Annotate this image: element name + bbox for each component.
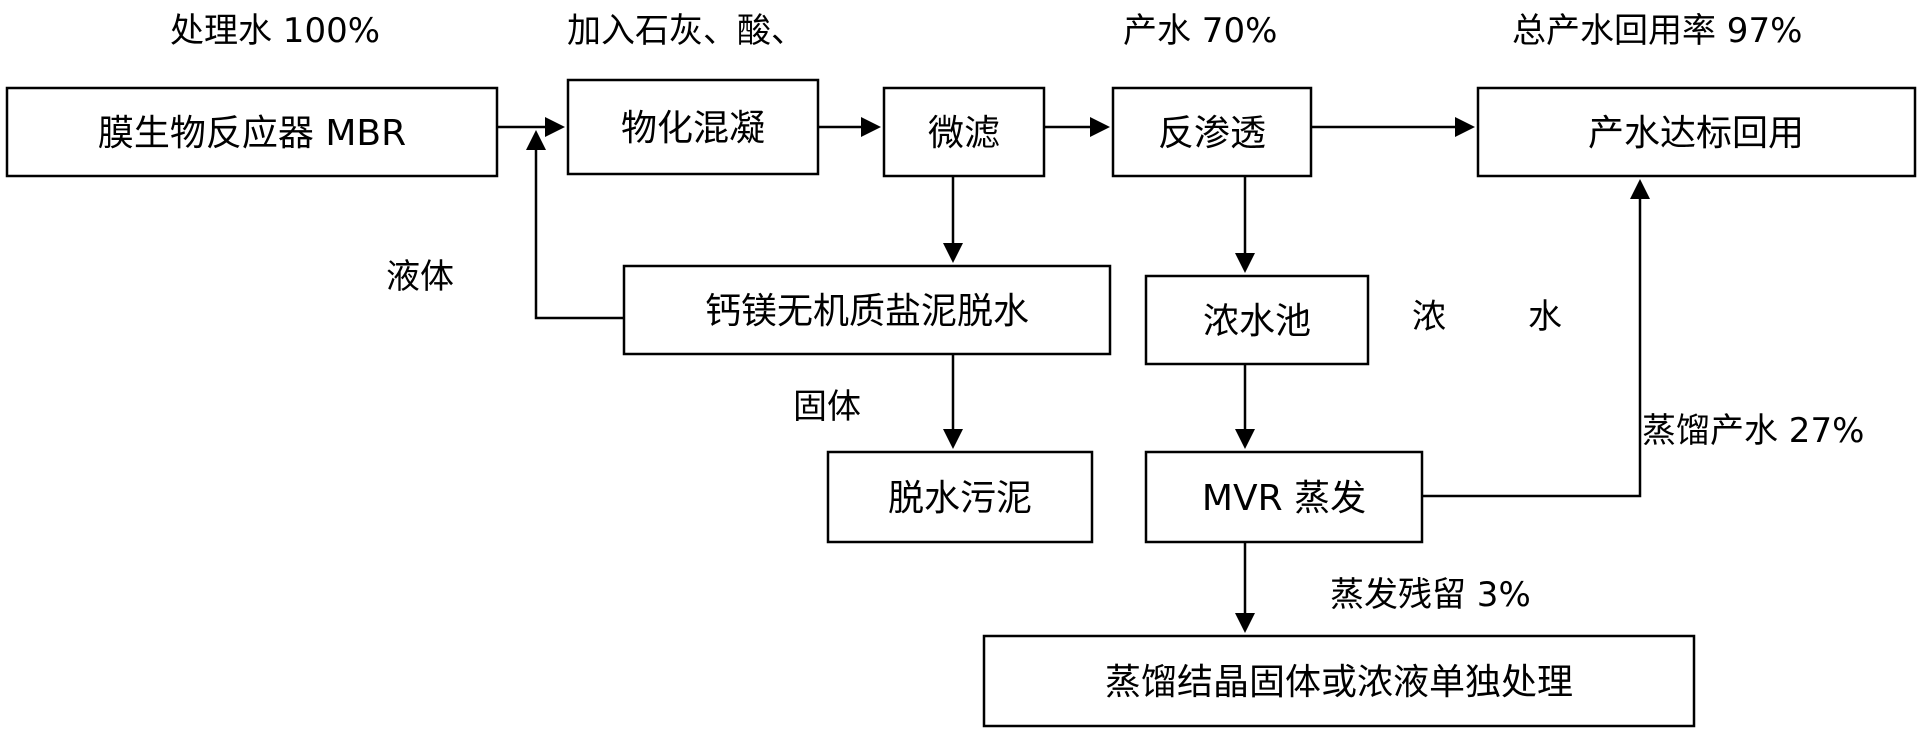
box-mbr: 膜生物反应器 MBR xyxy=(5,86,499,178)
label-concentrate-2: 水 xyxy=(1528,297,1562,337)
label-treated-water: 处理水 100% xyxy=(170,11,380,51)
box-reuse: 产水达标回用 xyxy=(1476,86,1917,178)
box-sludge-dewatering-text: 钙镁无机质盐泥脱水 xyxy=(705,291,1029,332)
box-crystallization-text: 蒸馏结晶固体或浓液单独处理 xyxy=(1105,662,1573,703)
box-reverse-osmosis-text: 反渗透 xyxy=(1158,113,1266,154)
box-reverse-osmosis: 反渗透 xyxy=(1111,86,1313,178)
box-mbr-text: 膜生物反应器 MBR xyxy=(98,113,406,154)
arrow-mvr-to-reuse xyxy=(1422,179,1650,498)
label-distill-water: 蒸馏产水 27% xyxy=(1642,411,1864,451)
box-dewatered-sludge-text: 脱水污泥 xyxy=(888,478,1032,519)
box-mvr-evaporation-text: MVR 蒸发 xyxy=(1202,478,1366,519)
box-coagulation: 物化混凝 xyxy=(566,78,820,176)
box-crystallization: 蒸馏结晶固体或浓液单独处理 xyxy=(982,634,1696,728)
box-coagulation-text: 物化混凝 xyxy=(621,108,765,149)
label-liquid: 液体 xyxy=(386,257,454,297)
label-add-chemicals: 加入石灰、酸、 xyxy=(567,11,805,51)
label-evap-residue: 蒸发残留 3% xyxy=(1330,575,1531,615)
arrow-liquid-return xyxy=(526,130,624,320)
box-microfiltration: 微滤 xyxy=(882,86,1046,178)
label-solid: 固体 xyxy=(793,387,861,427)
label-concentrate-1: 浓 xyxy=(1412,297,1446,337)
box-dewatered-sludge: 脱水污泥 xyxy=(826,450,1094,544)
label-product-water: 产水 70% xyxy=(1123,11,1277,51)
box-reuse-text: 产水达标回用 xyxy=(1588,113,1804,154)
label-total-reuse: 总产水回用率 97% xyxy=(1512,11,1802,51)
box-concentrate-tank-text: 浓水池 xyxy=(1203,301,1311,342)
box-microfiltration-text: 微滤 xyxy=(928,113,1000,154)
box-mvr-evaporation: MVR 蒸发 xyxy=(1144,450,1424,544)
box-sludge-dewatering: 钙镁无机质盐泥脱水 xyxy=(622,264,1112,356)
box-concentrate-tank: 浓水池 xyxy=(1144,274,1370,366)
